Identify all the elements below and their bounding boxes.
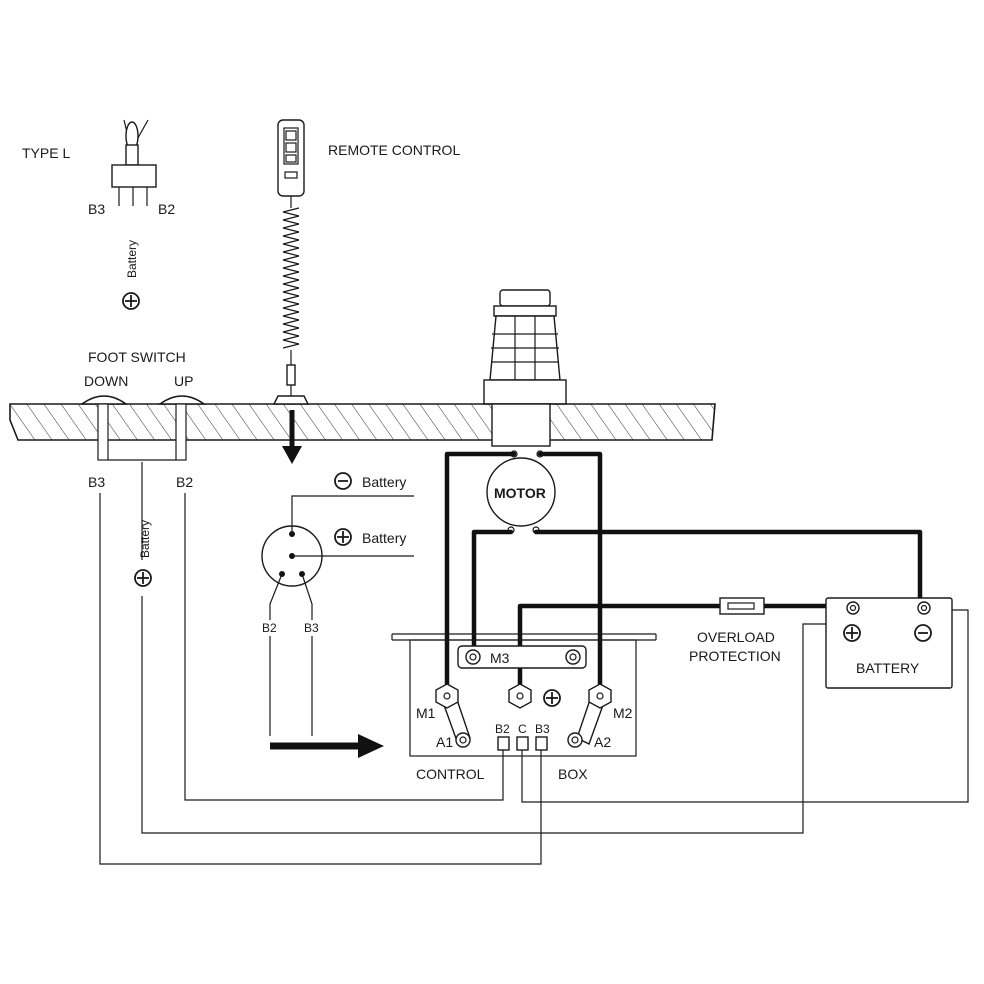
battery-minus-icon xyxy=(914,624,932,642)
a1-label: A1 xyxy=(436,734,453,750)
plug-pos-battery-label: Battery xyxy=(362,530,406,546)
deck xyxy=(9,395,716,461)
right-arrow-icon xyxy=(270,734,384,758)
m1-label: M1 xyxy=(416,705,436,721)
overload-fuse xyxy=(719,597,765,615)
box-plus-icon xyxy=(543,689,561,707)
overload-label: OVERLOAD xyxy=(697,629,775,645)
c-return-wire xyxy=(521,609,969,803)
plug-b2-label: B2 xyxy=(262,621,277,635)
deck-b2-label: B2 xyxy=(176,474,193,490)
minus-icon xyxy=(334,472,352,490)
battery-plus-icon xyxy=(843,624,861,642)
motor-label: MOTOR xyxy=(494,485,546,501)
down-arrow-icon xyxy=(282,410,302,464)
box-label: BOX xyxy=(558,766,588,782)
motor xyxy=(486,450,556,534)
toggle-plus-icon xyxy=(122,292,140,310)
battery xyxy=(825,597,953,689)
windlass-drum xyxy=(483,289,567,405)
deck-b3-label: B3 xyxy=(88,474,105,490)
m2-label: M2 xyxy=(613,705,633,721)
control-label: CONTROL xyxy=(416,766,485,782)
remote-control-label: REMOTE CONTROL xyxy=(328,142,460,158)
plus-icon xyxy=(334,528,352,546)
term-b2-label: B2 xyxy=(495,722,510,736)
term-b3-label: B3 xyxy=(535,722,550,736)
foot-switch-label: FOOT SWITCH xyxy=(88,349,186,365)
toggle-battery-label: Battery xyxy=(125,240,139,278)
remote-plug xyxy=(261,495,414,736)
remote-control xyxy=(277,119,305,398)
battery-label: BATTERY xyxy=(856,660,920,676)
a2-label: A2 xyxy=(594,734,611,750)
plug-neg-battery-label: Battery xyxy=(362,474,406,490)
m3-label: M3 xyxy=(490,650,510,666)
deck-plus-icon xyxy=(134,569,152,587)
protection-label: PROTECTION xyxy=(689,648,781,664)
plug-b3-label: B3 xyxy=(304,621,319,635)
deck-battery-label: Battery xyxy=(138,520,152,558)
up-label: UP xyxy=(174,373,193,389)
down-label: DOWN xyxy=(84,373,128,389)
control-box xyxy=(391,633,657,757)
type-l-label: TYPE L xyxy=(22,145,70,161)
foot-switch-wires xyxy=(99,462,848,865)
term-c-label: C xyxy=(518,722,527,736)
toggle-switch xyxy=(111,119,157,206)
toggle-b3-label: B3 xyxy=(88,201,105,217)
toggle-b2-label: B2 xyxy=(158,201,175,217)
